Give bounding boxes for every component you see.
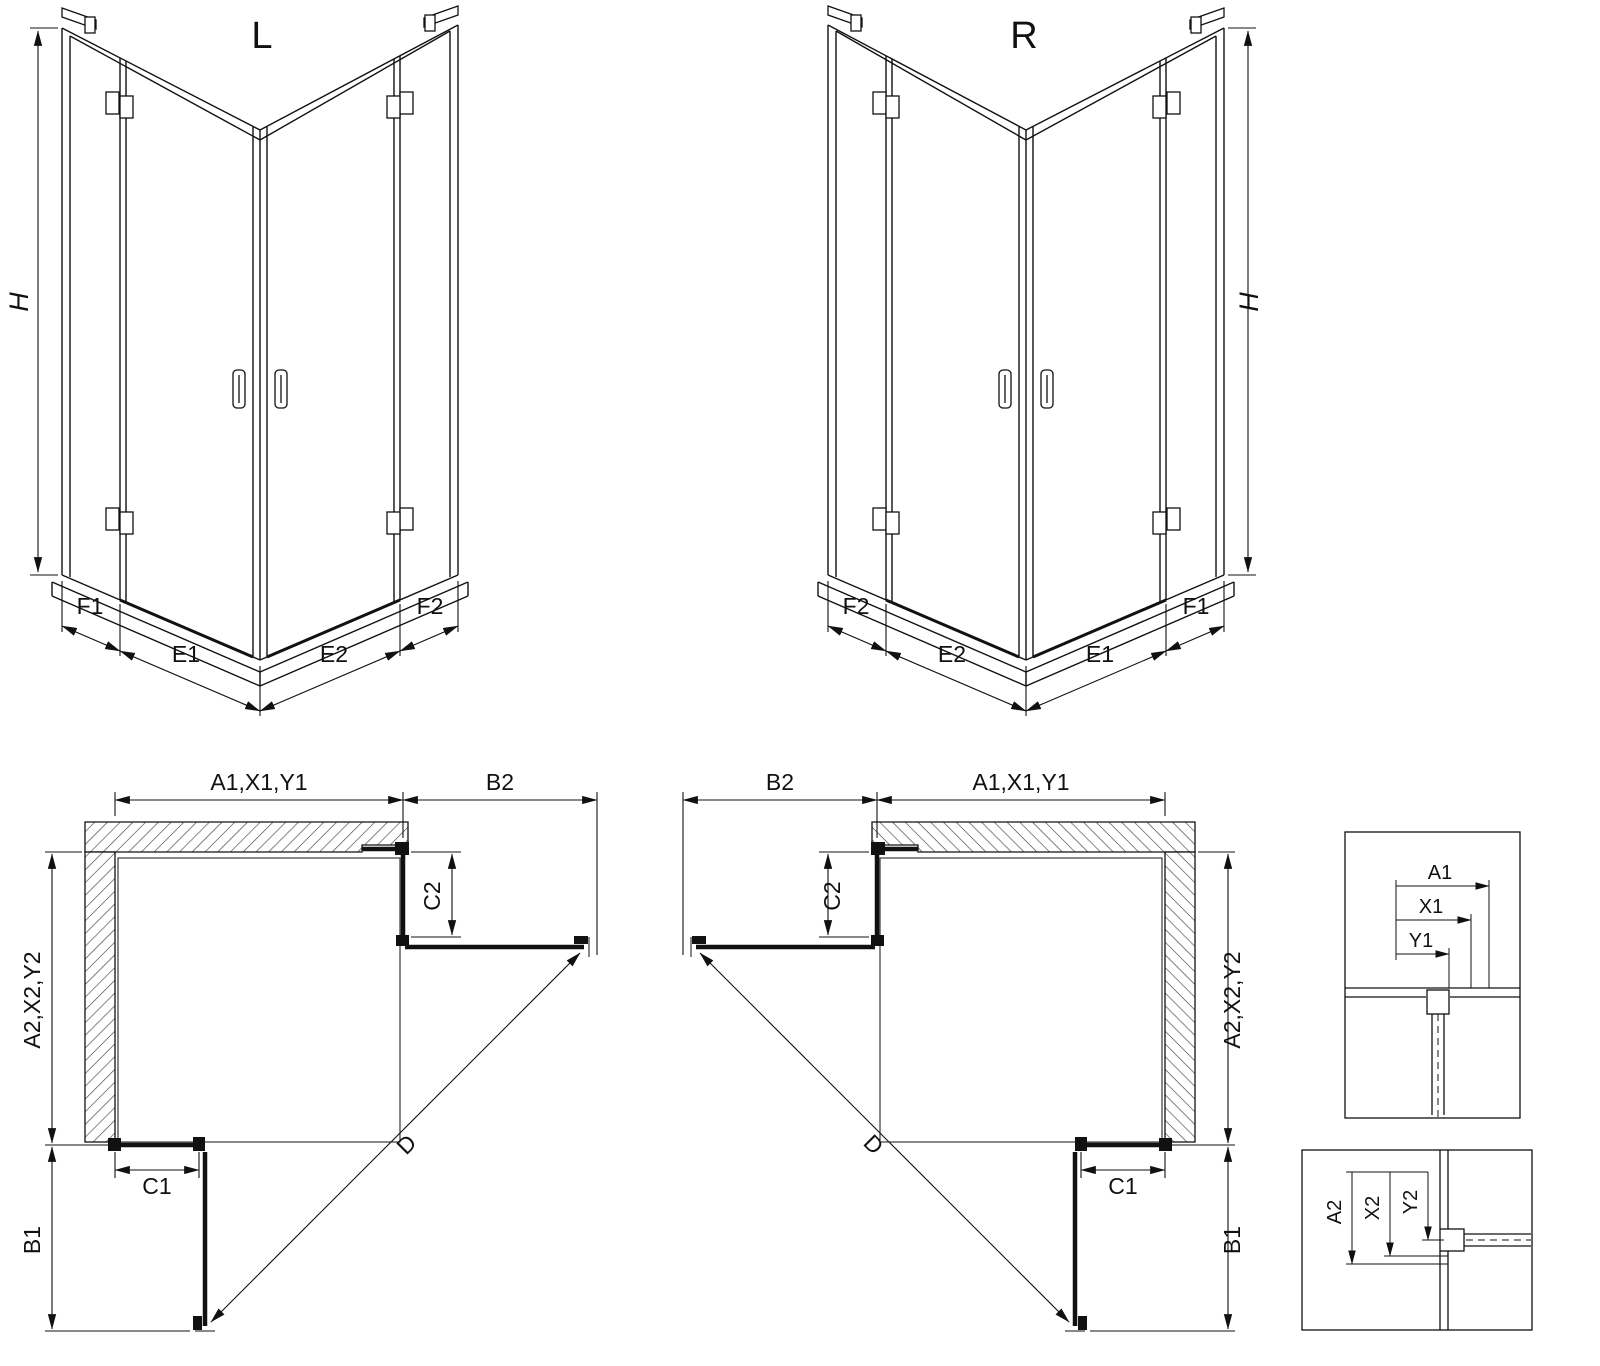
- labels: L H F1 E1 E2 F2 R H F2 E2 E1 F1 A1,X1,Y1…: [4, 15, 1452, 1254]
- dim-label-c2-planleft: C2: [419, 881, 445, 910]
- detail-label-x2: X2: [1362, 1196, 1384, 1220]
- dim-label-h-left: H: [4, 292, 34, 312]
- detail-label-a1: A1: [1428, 862, 1452, 884]
- dim-label-f2-right: F2: [843, 593, 870, 619]
- dim-label-b2-planleft: B2: [486, 769, 514, 795]
- detail-label-y1: Y1: [1409, 930, 1433, 952]
- dim-label-f1-right: F1: [1183, 593, 1210, 619]
- dim-label-b2-planright: B2: [766, 769, 794, 795]
- detail-box-vertical: [1301, 1149, 1533, 1331]
- plan-view-right: [683, 792, 1235, 1331]
- dim-label-b1-planright: B1: [1219, 1226, 1245, 1254]
- dim-label-e2-right: E2: [938, 641, 966, 667]
- dim-label-e2-left: E2: [320, 641, 348, 667]
- dim-label-d-planleft: D: [391, 1129, 421, 1159]
- dim-label-a1x1y1-planright: A1,X1,Y1: [972, 769, 1069, 795]
- variant-label-left: L: [251, 15, 272, 57]
- dim-label-a1x1y1-planleft: A1,X1,Y1: [210, 769, 307, 795]
- plan-view-left: [45, 792, 597, 1331]
- dim-label-c1-planleft: C1: [142, 1173, 171, 1199]
- detail-box-horizontal: [1344, 831, 1521, 1119]
- dim-label-e1-left: E1: [172, 641, 200, 667]
- dim-label-b1-planleft: B1: [19, 1226, 45, 1254]
- detail-label-x1: X1: [1419, 896, 1443, 918]
- dim-label-c1-planright: C1: [1108, 1173, 1137, 1199]
- dim-label-a2x2y2-planright: A2,X2,Y2: [1219, 951, 1245, 1048]
- dim-label-c2-planright: C2: [819, 881, 845, 910]
- dim-label-e1-right: E1: [1086, 641, 1114, 667]
- variant-label-right: R: [1010, 15, 1037, 57]
- dim-label-h-right: H: [1234, 292, 1264, 312]
- dim-label-a2x2y2-planleft: A2,X2,Y2: [19, 951, 45, 1048]
- dim-label-f2-left: F2: [417, 593, 444, 619]
- detail-label-y2: Y2: [1400, 1190, 1422, 1214]
- detail-label-a2: A2: [1324, 1200, 1346, 1224]
- dim-label-d-planright: D: [859, 1129, 889, 1159]
- dim-label-f1-left: F1: [77, 593, 104, 619]
